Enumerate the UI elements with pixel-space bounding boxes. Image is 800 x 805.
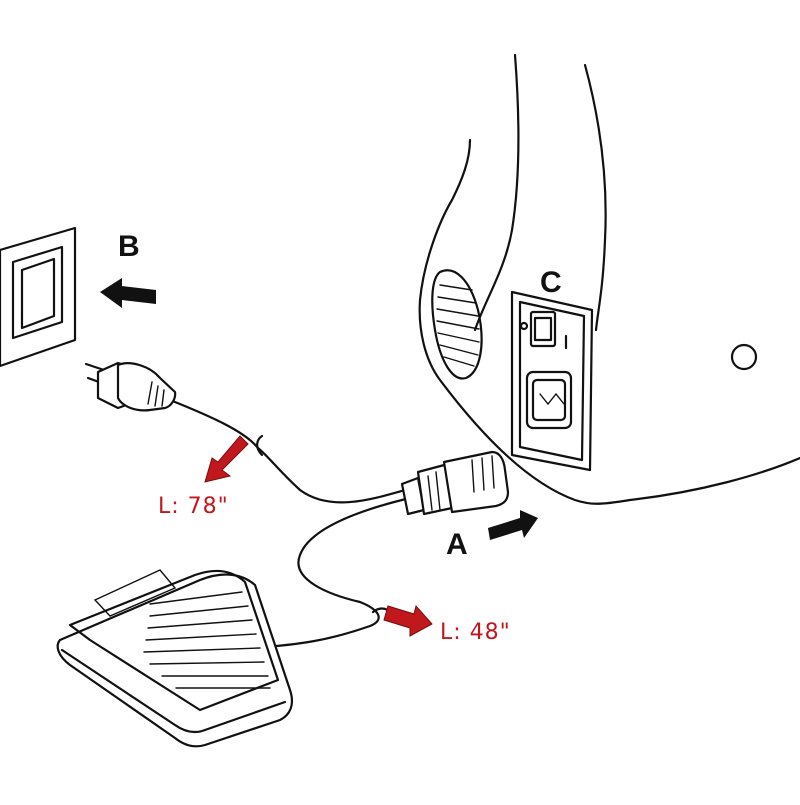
label-b: B <box>118 230 140 263</box>
arrow-right-icon <box>488 510 538 540</box>
arrow-left-icon <box>100 278 156 308</box>
label-c: C <box>540 266 562 299</box>
power-cord-length: L: 78" <box>158 494 229 519</box>
air-vent <box>431 269 483 380</box>
side-button <box>730 343 758 371</box>
pedal-cord <box>248 496 412 650</box>
red-arrow-icon <box>383 604 433 637</box>
pedal-cord-length: L: 48" <box>440 620 511 645</box>
label-a: A <box>446 528 468 561</box>
red-arrow-icon <box>204 435 249 483</box>
wall-outlet <box>0 226 77 368</box>
power-cord <box>168 398 407 504</box>
socket-panel <box>510 290 594 472</box>
foot-pedal <box>56 569 294 748</box>
sewing-machine <box>418 53 800 505</box>
power-plug <box>84 361 177 412</box>
machine-connector <box>400 450 510 516</box>
